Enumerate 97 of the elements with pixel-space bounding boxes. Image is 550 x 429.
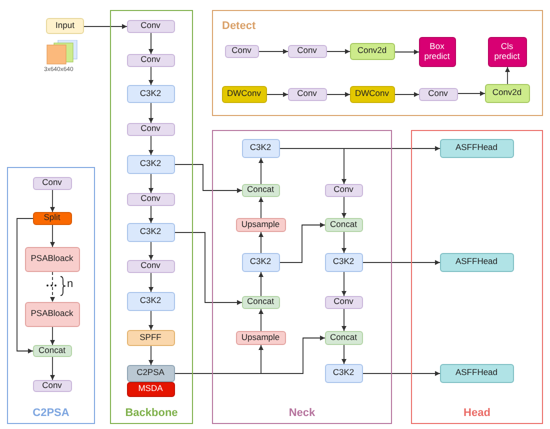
arrow [174,164,242,193]
arrow [258,158,264,184]
arrow [148,102,154,124]
concat-box: Concat [242,296,280,308]
dwconv-box: DWConv [350,86,394,102]
concat-box: Concat [242,184,280,196]
concat-box: Concat [324,330,362,344]
panel-title: C2PSA [32,406,70,420]
arrow [148,272,154,292]
split-box: Split [32,212,72,224]
arrow [258,196,264,218]
arrow [326,92,350,97]
arrow [342,196,346,218]
arrow [50,190,55,212]
upsample-box: Upsample [236,330,286,344]
c3k2-box: C3K2 [126,222,174,242]
psa-block-box: PSABloack [24,246,80,272]
asff-head-box: ASFFHead [440,138,514,158]
arrow [148,174,154,194]
arrow [148,346,154,366]
conv-box: Conv [32,380,72,392]
c3k2-box: C3K2 [242,138,280,158]
arrow [342,272,346,296]
arrow [258,272,264,296]
backbone-panel [110,10,193,424]
concat-box: Concat [324,218,362,232]
arrow [394,92,420,97]
arrow [148,136,154,156]
arrow [326,49,350,54]
panel-title: Neck [288,406,316,420]
conv2d-box: Conv2d [350,42,394,60]
panel-title: Head [464,406,490,420]
arrow [148,66,154,86]
input-box: Input [46,18,84,34]
c3k2-box: C3K2 [126,154,174,174]
arrow [258,49,288,54]
arrow [342,308,346,332]
arrow [266,92,288,97]
c3k2-box: C3K2 [324,252,362,272]
c3k2-box: C3K2 [126,292,174,310]
arrow [280,222,326,263]
predict-box: Box predict [418,36,456,66]
arrow [50,326,55,346]
panel-title: Detect [222,19,256,34]
arrow [362,260,440,265]
panel-title: Backbone [125,406,178,420]
c3k2-box: C3K2 [242,252,280,272]
conv-box: Conv [32,176,72,190]
neck-panel [212,130,392,424]
conv-box: Conv [126,260,174,272]
arrow [458,91,486,96]
msda-box: MSDA [126,382,174,396]
psa-block-box: PSABloack [24,302,80,326]
arrow [394,50,420,54]
arrow [148,242,154,260]
c3k2-box: C3K2 [324,364,362,382]
arrow [84,24,128,29]
conv-box: Conv [418,88,458,100]
arrow [16,218,34,354]
conv-box: Conv [126,20,174,32]
conv-box: Conv [224,44,258,58]
arrow [50,272,55,302]
conv-box: Conv [288,44,326,58]
arrow [148,310,154,330]
c3k2-box: C3K2 [126,84,174,102]
arrow [280,148,346,184]
conv-box: Conv [126,122,174,136]
concat-box: Concat [32,344,72,356]
spff-box: SPFF [126,330,174,346]
arrow [174,232,242,305]
arrow [258,308,264,332]
conv-box: Conv [324,184,362,196]
c2psa-panel [7,167,95,424]
head-panel [411,130,543,424]
dwconv-box: DWConv [222,86,266,102]
asff-head-box: ASFFHead [440,252,514,272]
arrow [258,232,264,254]
conv-box: Conv [126,192,174,206]
predict-box: Cls predict [488,36,526,66]
conv2d-box: Conv2d [484,84,530,102]
arrow [362,371,440,376]
arrow [174,336,326,374]
arrow [148,32,154,54]
arrow [342,232,346,254]
arrow [148,206,154,224]
detect-panel [212,10,543,116]
asff-head-box: ASFFHead [440,364,514,382]
arrow [342,344,346,364]
conv-box: Conv [126,54,174,66]
arrow [505,66,510,84]
conv-box: Conv [324,296,362,308]
c2psa-box: C2PSA [126,364,174,382]
conv-box: Conv [288,88,326,100]
arrow [50,224,55,248]
upsample-box: Upsample [236,218,286,232]
repeat-count-label: n [67,279,74,290]
arrow [50,356,55,380]
